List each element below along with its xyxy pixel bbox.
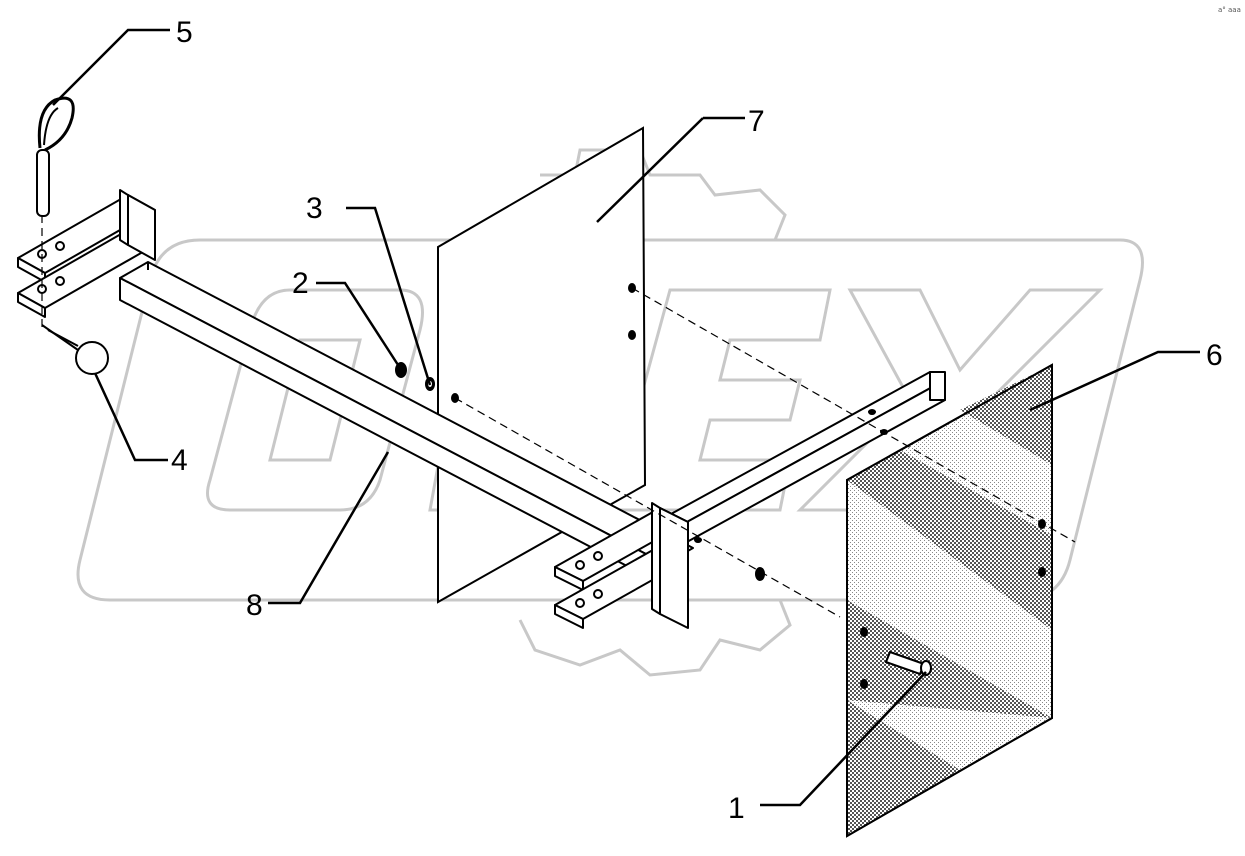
callout-labels: 1 2 3 4 5 6 7 8 — [171, 16, 1223, 825]
reflector-plate-part-6 — [846, 363, 1053, 838]
bolt-part-1 — [884, 650, 932, 676]
callout-5: 5 — [176, 16, 193, 49]
callout-8: 8 — [246, 589, 263, 622]
callout-2: 2 — [292, 267, 309, 300]
callout-4: 4 — [171, 444, 188, 477]
frame-part-8 — [17, 189, 946, 629]
assembly-lines — [41, 215, 1076, 618]
corner-code: a° aaa — [1218, 6, 1241, 14]
pin-part-5 — [36, 96, 75, 217]
callout-3: 3 — [306, 192, 323, 225]
callout-1: 1 — [728, 792, 745, 825]
clip-part-4 — [41, 324, 109, 375]
leader-lines — [52, 28, 1200, 807]
callout-7: 7 — [748, 105, 765, 138]
callout-6: 6 — [1206, 339, 1223, 372]
